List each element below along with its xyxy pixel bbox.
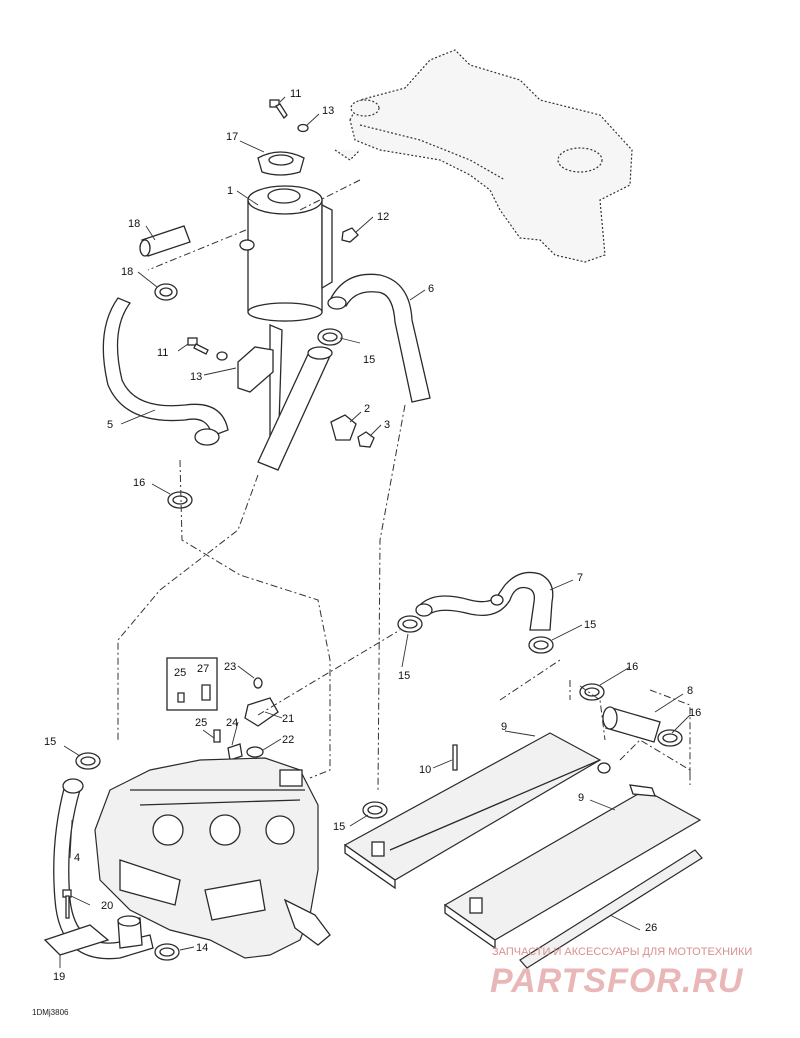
clamp-16-left — [167, 491, 193, 509]
watermark-logo: PARTSFOR.RU — [490, 962, 744, 1000]
coolant-reservoir — [239, 185, 333, 460]
callout-21: 21 — [282, 713, 294, 725]
radiator-bar-26 — [519, 849, 703, 969]
callout-4: 4 — [74, 852, 80, 864]
clamp-15-hose4 — [75, 752, 101, 770]
watermark-caption: ЗАПЧАСТИ И АКСЕССУАРЫ ДЛЯ МОТОТЕХНИКИ — [492, 946, 752, 958]
callout-1: 1 — [227, 185, 233, 197]
callout-19: 19 — [53, 971, 65, 983]
hose-8 — [602, 706, 661, 743]
callout-5: 5 — [107, 419, 113, 431]
washer-13-upper — [297, 123, 309, 133]
outlet-pipe — [257, 346, 333, 471]
reservoir-cap — [257, 151, 305, 176]
clamp-18 — [154, 283, 178, 301]
clamp-14 — [154, 943, 180, 961]
sensor-parts — [213, 677, 279, 761]
callout-15-hose4: 15 — [44, 736, 56, 748]
clamp-15-top — [317, 328, 343, 346]
hose-4 — [53, 778, 154, 960]
sensor-inset-box — [166, 657, 218, 711]
callout-24: 24 — [226, 717, 238, 729]
callout-18-upper: 18 — [128, 218, 140, 230]
clamp-15-hose7-left — [397, 615, 423, 633]
callout-labels: 1 2 3 4 5 6 7 8 9 9 10 11 11 12 13 13 14… — [44, 88, 701, 983]
flow-lines — [117, 179, 691, 791]
callout-11-upper: 11 — [290, 88, 301, 100]
callout-16-right-a: 16 — [626, 661, 638, 673]
radiator-9-lower — [443, 784, 702, 950]
clamp-16-right-b — [657, 729, 683, 747]
hose-6 — [327, 273, 431, 403]
callout-27: 27 — [197, 663, 209, 675]
callout-23: 23 — [224, 661, 236, 673]
callout-15-top: 15 — [363, 354, 375, 366]
watermark: ЗАПЧАСТИ И АКСЕССУАРЫ ДЛЯ МОТОТЕХНИКИ PA… — [490, 946, 752, 1000]
callout-6: 6 — [428, 283, 434, 295]
reservoir-outline — [334, 49, 633, 263]
callout-25-inset: 25 — [174, 667, 186, 679]
hose-7 — [415, 571, 554, 631]
callout-2: 2 — [364, 403, 370, 415]
engine-block — [94, 757, 331, 959]
callout-9-lower: 9 — [578, 792, 584, 804]
mount-bracket — [187, 337, 274, 393]
clamp-15-radiator — [362, 801, 388, 819]
screw-11-upper — [269, 99, 288, 120]
callout-8: 8 — [687, 685, 693, 697]
screw-20 — [62, 889, 72, 919]
callout-16-right-b: 16 — [689, 707, 701, 719]
leader-lines — [59, 96, 691, 968]
callout-20: 20 — [101, 900, 113, 912]
callout-16-left: 16 — [133, 477, 145, 489]
elbow-fitting — [117, 915, 143, 949]
callout-13-lower: 13 — [190, 371, 202, 383]
callout-7: 7 — [577, 572, 583, 584]
callout-26: 26 — [645, 922, 657, 934]
hose-5 — [102, 297, 229, 446]
callout-11-lower: 11 — [157, 347, 168, 359]
clamp-16-right-a — [579, 683, 605, 701]
callout-9-upper: 9 — [501, 721, 507, 733]
callout-15-radiator: 15 — [333, 821, 345, 833]
callout-25-lower: 25 — [195, 717, 207, 729]
callout-10: 10 — [419, 764, 431, 776]
callout-12: 12 — [377, 211, 389, 223]
bracket-19 — [43, 924, 110, 956]
radiator-9-upper — [343, 732, 611, 890]
callout-15-hose7-left: 15 — [398, 670, 410, 682]
drawing-code: 1DMj3806 — [32, 1008, 69, 1017]
callout-17: 17 — [226, 131, 238, 143]
hose-18 — [139, 225, 191, 257]
clamp-15-hose7-right — [528, 636, 554, 654]
stud-10 — [452, 744, 458, 771]
callout-14: 14 — [196, 942, 208, 954]
nut-2 — [330, 414, 357, 441]
nut-12 — [341, 227, 359, 243]
callout-13-upper: 13 — [322, 105, 334, 117]
callout-3: 3 — [384, 419, 390, 431]
callout-18-lower: 18 — [121, 266, 133, 278]
callout-15-hose7-right: 15 — [584, 619, 596, 631]
callout-22: 22 — [282, 734, 294, 746]
